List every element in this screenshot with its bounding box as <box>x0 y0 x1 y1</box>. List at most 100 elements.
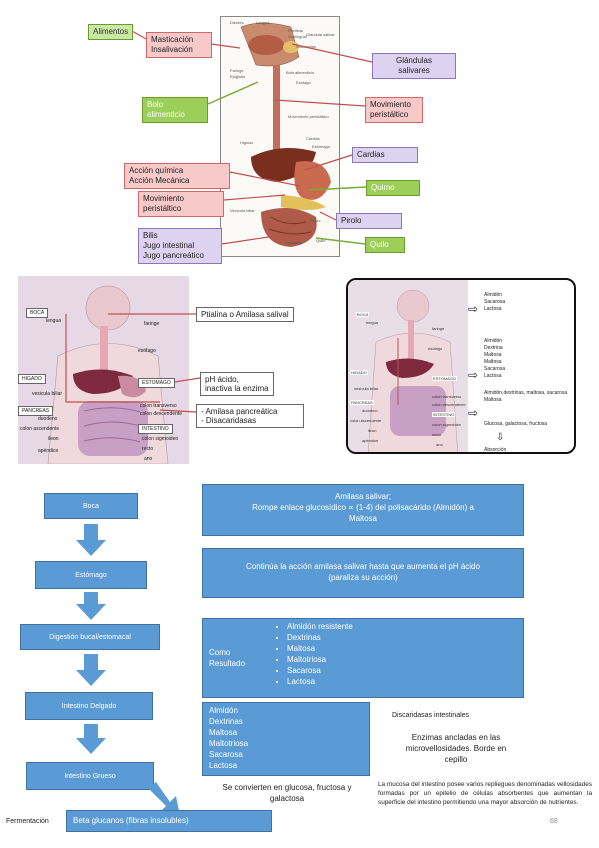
tag-line: peristáltico <box>143 204 182 213</box>
label-intestino: INTESTINO <box>432 412 456 417</box>
absorcion-label: Absorción <box>484 447 507 453</box>
small-label: Lengua <box>256 20 270 25</box>
label-colon-ascendente: colon ascendente <box>350 418 382 423</box>
cardias-tag: Cardias <box>352 147 418 163</box>
list-item: Maltosa <box>484 359 502 365</box>
list-item: Lactosa <box>287 676 353 687</box>
mid-right-panel-frame: BOCA lengua faringe esófago HIGADO ESTOM… <box>346 278 576 454</box>
tag-line: Movimiento <box>370 100 411 109</box>
small-label: Quilo <box>316 238 326 243</box>
tag-line: peristáltico <box>370 110 409 119</box>
list-item: Lactosa <box>484 306 502 312</box>
text-line: microvellosidades. Borde en <box>405 744 507 753</box>
right-arrow-icon: ⇨ <box>468 368 479 382</box>
list-item: Maltosa <box>287 643 353 654</box>
small-label: Epiglotis <box>230 74 246 79</box>
list-item: Dextrinas <box>209 717 243 726</box>
tag-line: Acción química <box>129 166 184 175</box>
label-colon-ascendente: colon ascendente <box>20 426 60 432</box>
right-arrow-icon: ⇨ <box>468 406 479 420</box>
ph-box: pH ácido, inactiva la enzima <box>200 372 274 396</box>
quilo-tag: Quilo <box>365 237 405 253</box>
small-label: Duodeno <box>286 240 303 245</box>
label-recto: recto <box>432 432 441 437</box>
movimiento-peristaltico-tag-1: Movimiento peristáltico <box>365 97 423 123</box>
masticacion-tag: Masticación Insalivación <box>146 32 212 58</box>
label-higado: HIGADO <box>350 370 368 375</box>
list-item: Maltosa <box>484 352 502 358</box>
fermentacion-label: Fermentación <box>6 818 49 825</box>
quimo-tag: Quimo <box>366 180 420 196</box>
small-label: Bolo alimenticio <box>286 70 315 75</box>
list-3: Almidón,dextrinas, maltosa, sacarosa Mal… <box>484 390 567 404</box>
list-item: Lactosa <box>484 373 502 379</box>
label-higado: HIGADO <box>18 374 46 384</box>
list-item: Almidón <box>209 706 238 715</box>
text-line: cepillo <box>444 755 468 764</box>
flow-down-arrow <box>76 524 106 556</box>
list-item: Almidón <box>484 292 503 298</box>
list-item: Sacarosa <box>484 366 506 372</box>
box-line: Como <box>209 648 231 657</box>
accion-tag: Acción química Acción Mecánica <box>124 163 230 189</box>
label-colon-descendente: colon descendente <box>432 402 466 407</box>
box-line: Resultado <box>209 659 246 668</box>
beta-glucanos-box: Beta glucanos (fibras insolubles) <box>66 810 272 832</box>
label-duodeno: duodeno <box>362 408 378 413</box>
info-box-continua: Continúa la acción amilasa salivar hasta… <box>202 548 524 598</box>
list-item: Almidón,dextrinas, maltosa, sacarosa <box>484 390 568 396</box>
glandulas-tag: Glándulas salivares <box>372 53 456 79</box>
flow-step-digestion: Digestión bucal/estomacal <box>20 624 160 650</box>
flow-diagonal-arrow <box>148 782 180 816</box>
tag-line: Insalivación <box>151 45 193 54</box>
list-item: Maltosa <box>484 397 502 403</box>
text-line: galactosa <box>269 794 305 803</box>
info-box-amilasa: Amilasa salivar; Rompe enlace glucosídic… <box>202 484 524 536</box>
flow-step-estomago: Estómago <box>35 561 147 589</box>
list-item: Almidón <box>484 338 503 344</box>
label-estomago: ESTOMAGO <box>138 378 175 388</box>
movimiento-peristaltico-tag-2: Movimiento peristáltico <box>138 191 224 217</box>
top-connector-lines <box>129 29 373 245</box>
list-item: Maltosa <box>209 728 238 737</box>
small-label: Dientes <box>230 20 244 25</box>
list-item: Sacarosa <box>209 750 243 759</box>
label-pancreas: PANCREAS <box>350 400 374 405</box>
small-label: Hígado <box>240 140 253 145</box>
small-label: Sublingual <box>288 34 307 39</box>
tag-line: Movimiento <box>143 194 184 203</box>
box-line: inactiva la enzima <box>205 384 269 393</box>
box-line: Maltosa <box>348 514 377 523</box>
label-lengua: lengua <box>46 318 62 324</box>
tag-line: Jugo pancreático <box>143 251 204 260</box>
label-esofago: esófago <box>138 348 156 354</box>
list-1: Almidón Sacarosa Lactosa <box>484 292 505 313</box>
tag-line: Glándulas <box>395 56 433 65</box>
info-box-sugars: Almidón Dextrinas Maltosa Maltotriosa Sa… <box>202 702 370 776</box>
small-label: Parótida <box>288 28 303 33</box>
box-line: Rompe enlace glucosídico ∝ (1-4) del pol… <box>252 503 474 512</box>
label-vesicula: vesicula biliar <box>32 391 63 397</box>
box-line: pH ácido, <box>205 375 239 384</box>
ptialina-box: Ptialina o Amilasa salival <box>196 307 294 322</box>
mid-left-labels: BOCA lengua faringe esófago HIGADO ESTOM… <box>18 276 189 464</box>
tag-line: Bilis <box>143 231 158 240</box>
info-box-resultado: Como Resultado Almidón resistente Dextri… <box>202 618 524 698</box>
tag-line: salivares <box>398 66 430 75</box>
label-pancreas: PANCREAS <box>18 406 54 416</box>
flow-down-arrow <box>76 592 106 620</box>
label-colon-sigmoideo: colon sigmoideo <box>142 436 179 442</box>
down-arrow-icon: ⇩ <box>496 432 505 443</box>
digestive-system-drawing <box>240 22 331 247</box>
body-silhouette-small <box>348 280 468 452</box>
flow-step-intestino-delgado: Intestino Delgado <box>25 692 153 720</box>
mid-left-lines <box>65 313 201 413</box>
list-4: Glucosa, galactosa, fructosa <box>484 421 548 427</box>
small-label: Estómago <box>312 144 331 149</box>
small-label: Movimiento peristáltico <box>288 114 329 119</box>
list-2: Almidón Dextrina Maltosa Maltosa Sacaros… <box>484 338 505 380</box>
small-label: Faringe <box>230 68 244 73</box>
flow-arrows <box>76 524 180 816</box>
mid-right-labels: BOCA lengua faringe esófago HIGADO ESTOM… <box>348 280 468 452</box>
flow-down-arrow <box>76 724 106 754</box>
